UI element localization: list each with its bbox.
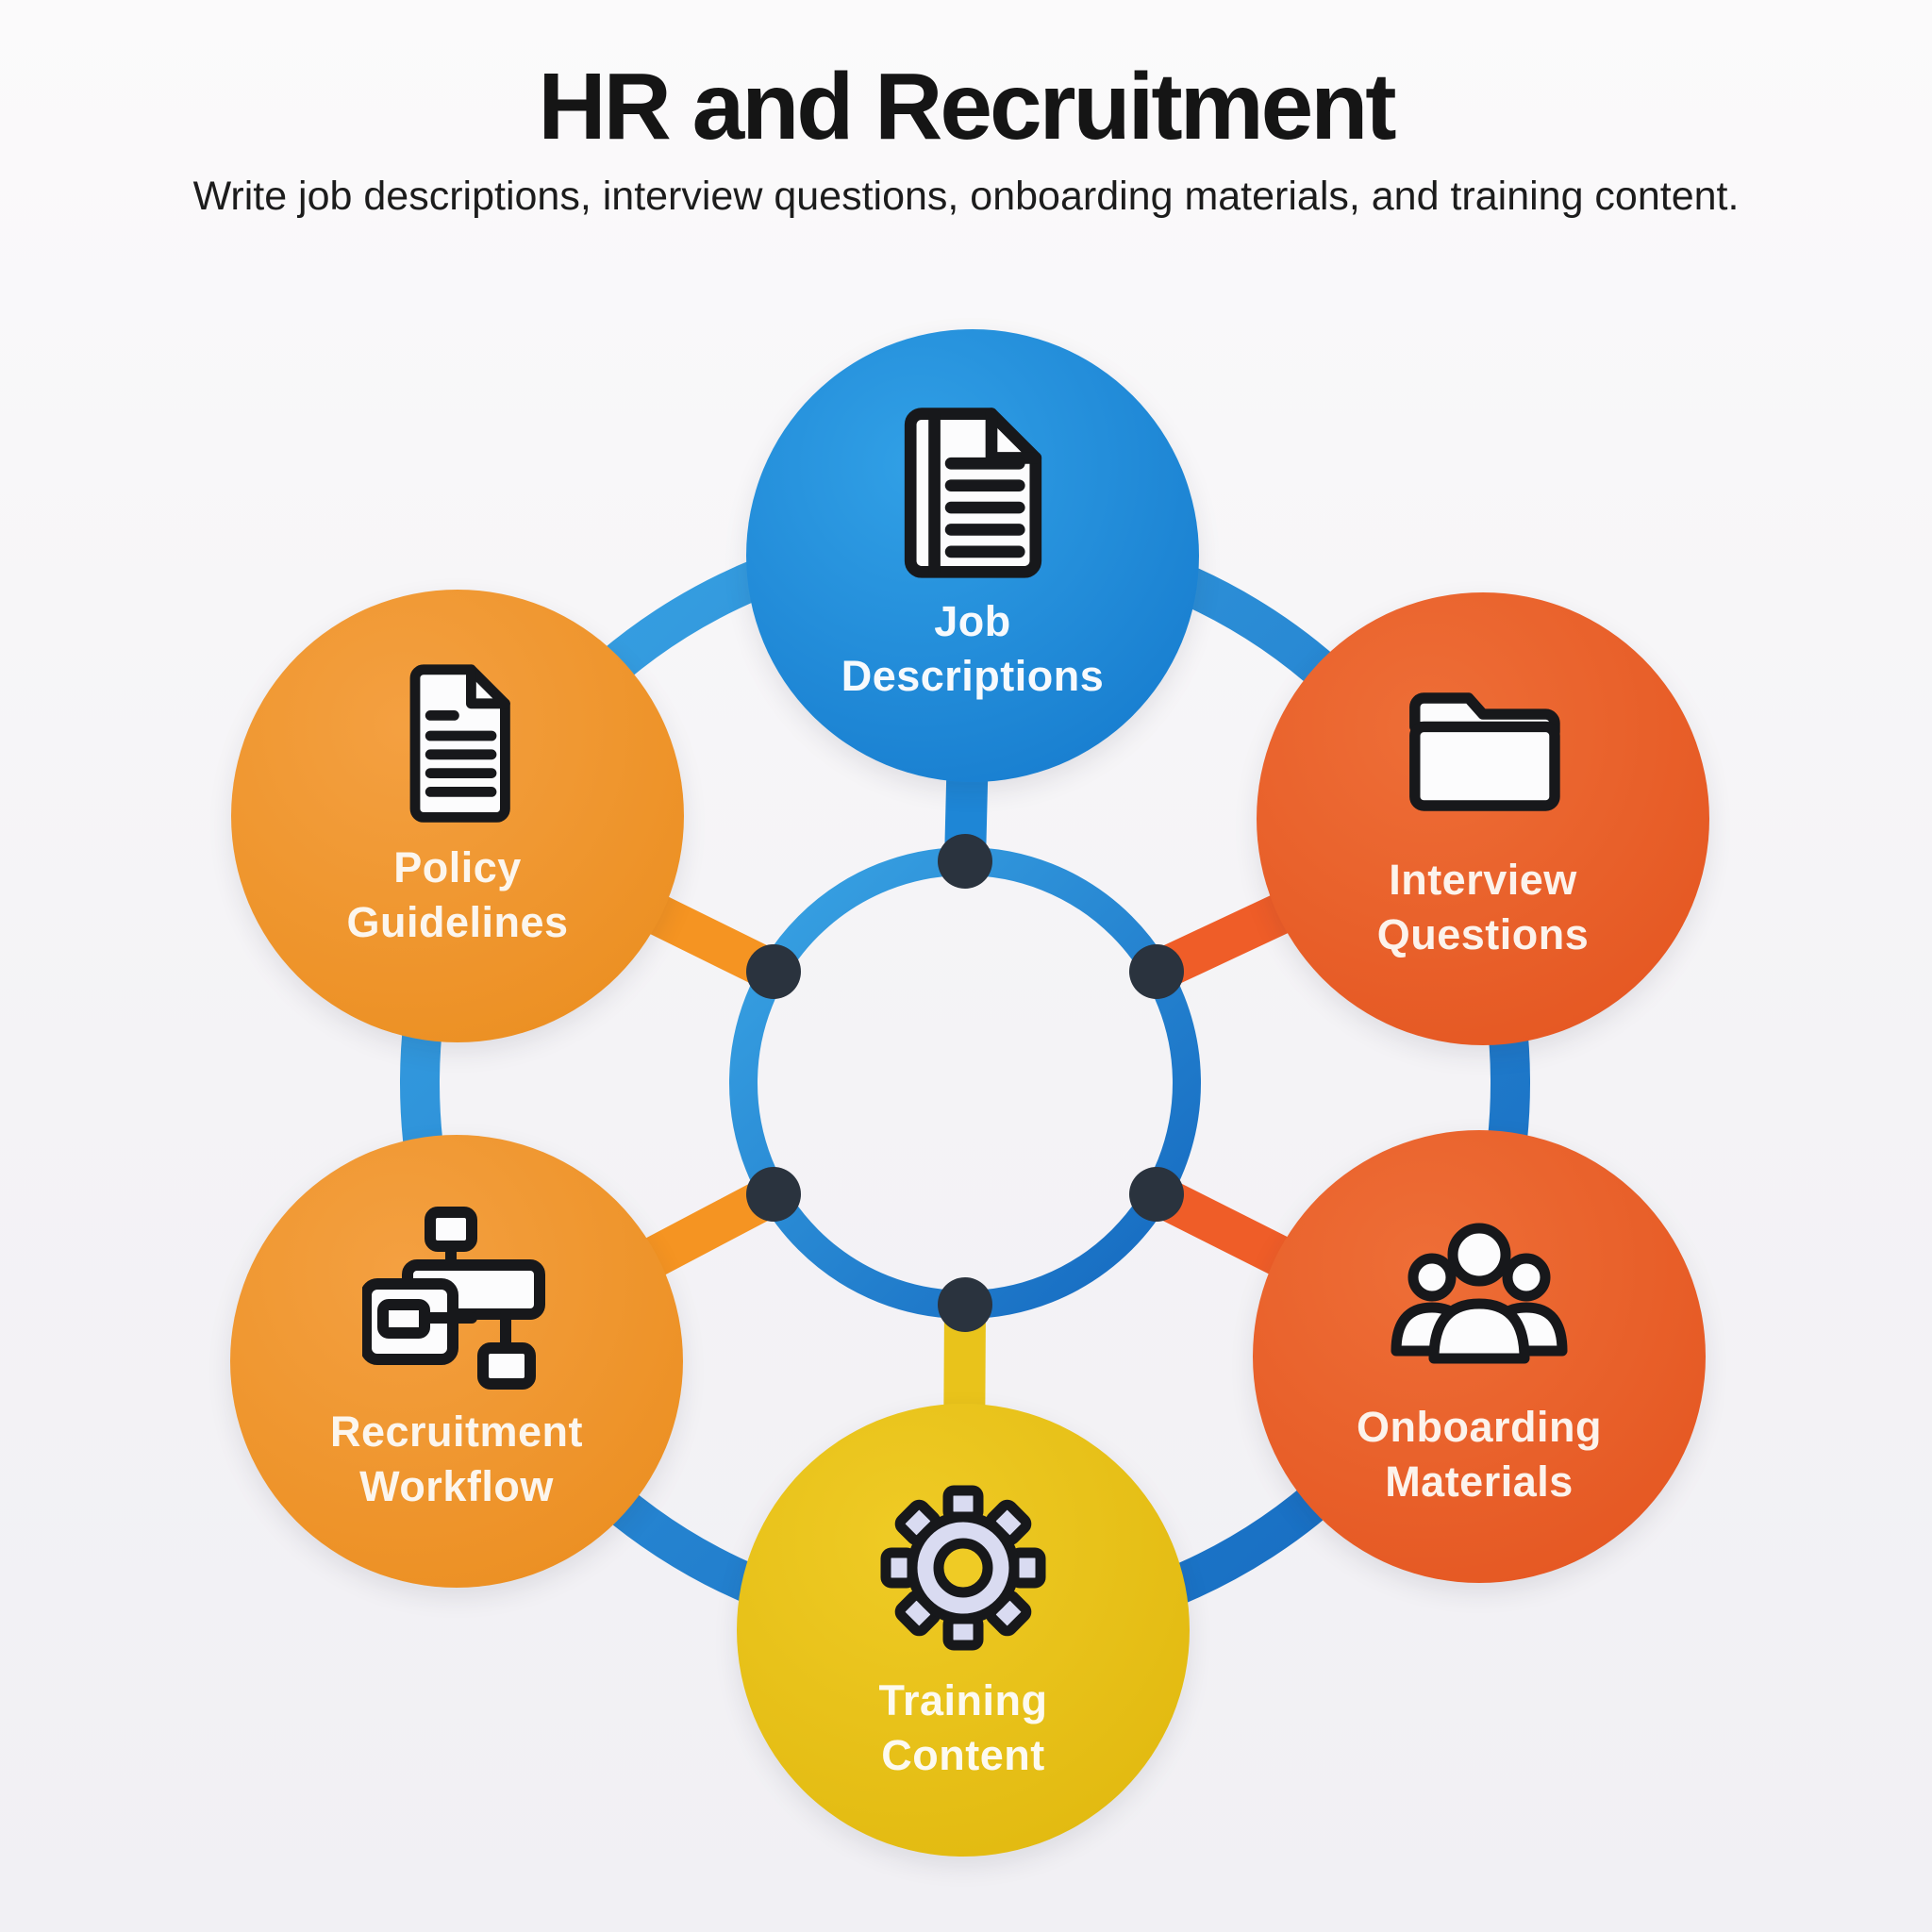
node-label: Recruitment Workflow [330,1405,583,1514]
page-header: HR and Recruitment Write job description… [0,0,1932,221]
node-label-line2: Workflow [359,1462,554,1510]
node-label-line1: Policy [393,843,522,891]
hub-dot [1129,1167,1184,1222]
node-label-line2: Descriptions [841,652,1105,700]
gear-icon [880,1485,1046,1651]
node-label: Interview Questions [1377,853,1590,962]
node-label: Policy Guidelines [346,841,568,950]
node-training-content: Training Content [737,1404,1190,1857]
page-subtitle: Write job descriptions, interview questi… [192,174,1740,219]
node-label-line1: Job [934,597,1011,645]
node-label-line2: Guidelines [346,898,569,946]
people-icon [1391,1223,1568,1364]
node-label-line1: Interview [1389,856,1577,904]
document-lines-icon [904,408,1041,578]
node-label-line1: Training [878,1676,1048,1724]
node-job-descriptions: Job Descriptions [746,329,1199,782]
node-label-line2: Content [881,1731,1045,1779]
node-label-line1: Recruitment [329,1407,584,1456]
node-label: Onboarding Materials [1357,1400,1602,1509]
node-interview-questions: Interview Questions [1257,592,1709,1045]
node-onboarding-materials: Onboarding Materials [1253,1130,1706,1583]
hub-dot [938,834,992,889]
node-policy-guidelines: Policy Guidelines [231,590,684,1042]
node-label-line2: Materials [1385,1457,1574,1506]
node-label-line1: Onboarding [1357,1403,1602,1451]
hub-ring [729,847,1201,1319]
document-text-icon [409,664,510,823]
hub-dot [1129,944,1184,999]
folder-icon [1409,692,1560,811]
hub-dot [746,944,801,999]
node-label-line2: Questions [1376,910,1590,958]
node-label: Job Descriptions [841,594,1105,704]
flowchart-icon [362,1207,545,1390]
hub-dot [746,1167,801,1222]
page-title: HR and Recruitment [538,54,1396,159]
node-label: Training Content [878,1674,1047,1783]
node-recruitment-workflow: Recruitment Workflow [230,1135,683,1588]
hub-dot [938,1277,992,1332]
